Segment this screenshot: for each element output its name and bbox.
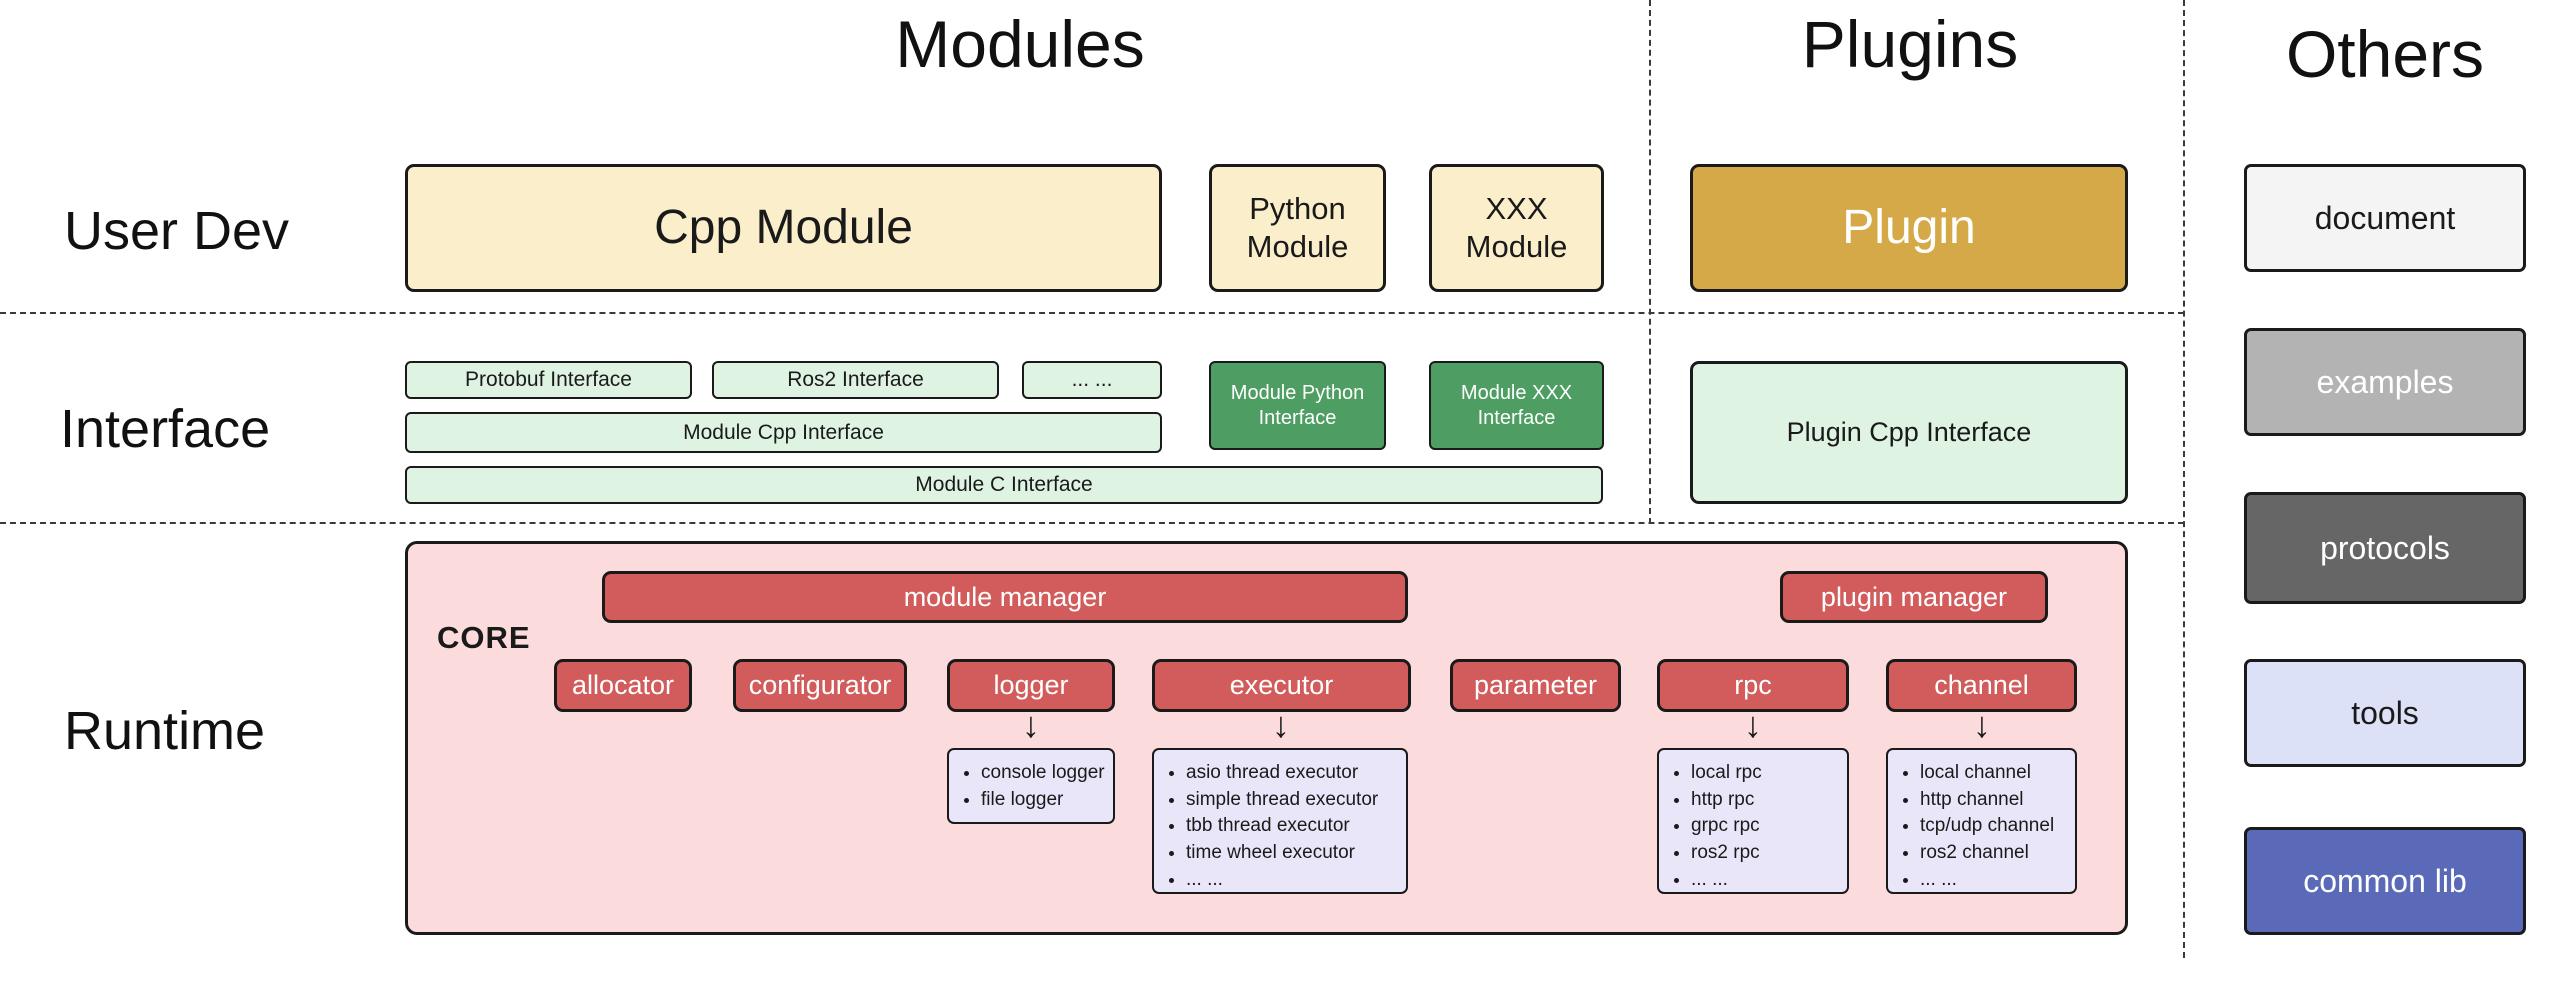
module-cpp-interface-box: Module Cpp Interface	[405, 412, 1162, 453]
list-item: local channel	[1920, 761, 2069, 786]
list-item: console logger	[981, 761, 1107, 786]
divider-plugins-others	[2183, 0, 2185, 958]
down-arrow-icon: ↓	[1272, 704, 1290, 745]
rpc-implementations-list: local rpchttp rpcgrpc rpcros2 rpc... ...	[1657, 748, 1849, 894]
list-item: ros2 channel	[1920, 841, 2069, 866]
executor-box: executor	[1152, 659, 1411, 712]
others-common-lib-box: common lib	[2244, 827, 2526, 935]
down-arrow-icon: ↓	[1973, 704, 1991, 745]
logger-box: logger	[947, 659, 1115, 712]
core-label: CORE	[437, 620, 531, 655]
list-item: ... ...	[1920, 868, 2069, 892]
list-item: grpc rpc	[1691, 814, 1841, 839]
module-xxx-interface-box: Module XXX Interface	[1429, 361, 1604, 450]
configurator-box: configurator	[733, 659, 907, 712]
channel-items: local channelhttp channeltcp/udp channel…	[1920, 761, 2069, 892]
module-manager-box: module manager	[602, 571, 1408, 623]
list-item: ros2 rpc	[1691, 841, 1841, 866]
divider-modules-plugins	[1649, 0, 1651, 524]
module-python-interface-box: Module Python Interface	[1209, 361, 1386, 450]
more-interfaces-box: ... ...	[1022, 361, 1162, 399]
divider-interface-runtime	[0, 522, 2184, 524]
list-item: time wheel executor	[1186, 841, 1400, 866]
list-item: local rpc	[1691, 761, 1841, 786]
executor-items: asio thread executorsimple thread execut…	[1186, 761, 1400, 892]
rpc-items: local rpchttp rpcgrpc rpcros2 rpc... ...	[1691, 761, 1841, 892]
others-examples-box: examples	[2244, 328, 2526, 436]
rpc-box: rpc	[1657, 659, 1849, 712]
row-label-interface: Interface	[60, 399, 271, 459]
column-header-others: Others	[2285, 17, 2485, 91]
divider-userdev-interface	[0, 312, 2184, 314]
plugin-manager-box: plugin manager	[1780, 571, 2048, 623]
row-label-runtime: Runtime	[64, 701, 266, 761]
parameter-box: parameter	[1450, 659, 1621, 712]
down-arrow-icon: ↓	[1744, 704, 1762, 745]
logger-items: console loggerfile logger	[981, 761, 1107, 812]
channel-implementations-list: local channelhttp channeltcp/udp channel…	[1886, 748, 2077, 894]
plugin-box: Plugin	[1690, 164, 2128, 292]
module-c-interface-box: Module C Interface	[405, 466, 1603, 504]
ros2-interface-box: Ros2 Interface	[712, 361, 999, 399]
list-item: ... ...	[1186, 868, 1400, 892]
list-item: http rpc	[1691, 788, 1841, 813]
others-protocols-box: protocols	[2244, 492, 2526, 604]
column-header-plugins: Plugins	[1801, 7, 2019, 81]
channel-box: channel	[1886, 659, 2077, 712]
column-header-modules: Modules	[895, 7, 1145, 81]
cpp-module-box: Cpp Module	[405, 164, 1162, 292]
list-item: asio thread executor	[1186, 761, 1400, 786]
list-item: tbb thread executor	[1186, 814, 1400, 839]
protobuf-interface-box: Protobuf Interface	[405, 361, 692, 399]
others-document-box: document	[2244, 164, 2526, 272]
plugin-cpp-interface-box: Plugin Cpp Interface	[1690, 361, 2128, 504]
list-item: tcp/udp channel	[1920, 814, 2069, 839]
allocator-box: allocator	[554, 659, 692, 712]
logger-implementations-list: console loggerfile logger	[947, 748, 1115, 824]
python-module-box: Python Module	[1209, 164, 1386, 292]
xxx-module-box: XXX Module	[1429, 164, 1604, 292]
list-item: ... ...	[1691, 868, 1841, 892]
row-label-user-dev: User Dev	[64, 201, 290, 261]
list-item: http channel	[1920, 788, 2069, 813]
executor-implementations-list: asio thread executorsimple thread execut…	[1152, 748, 1408, 894]
list-item: file logger	[981, 788, 1107, 813]
down-arrow-icon: ↓	[1022, 704, 1040, 745]
others-tools-box: tools	[2244, 659, 2526, 767]
list-item: simple thread executor	[1186, 788, 1400, 813]
